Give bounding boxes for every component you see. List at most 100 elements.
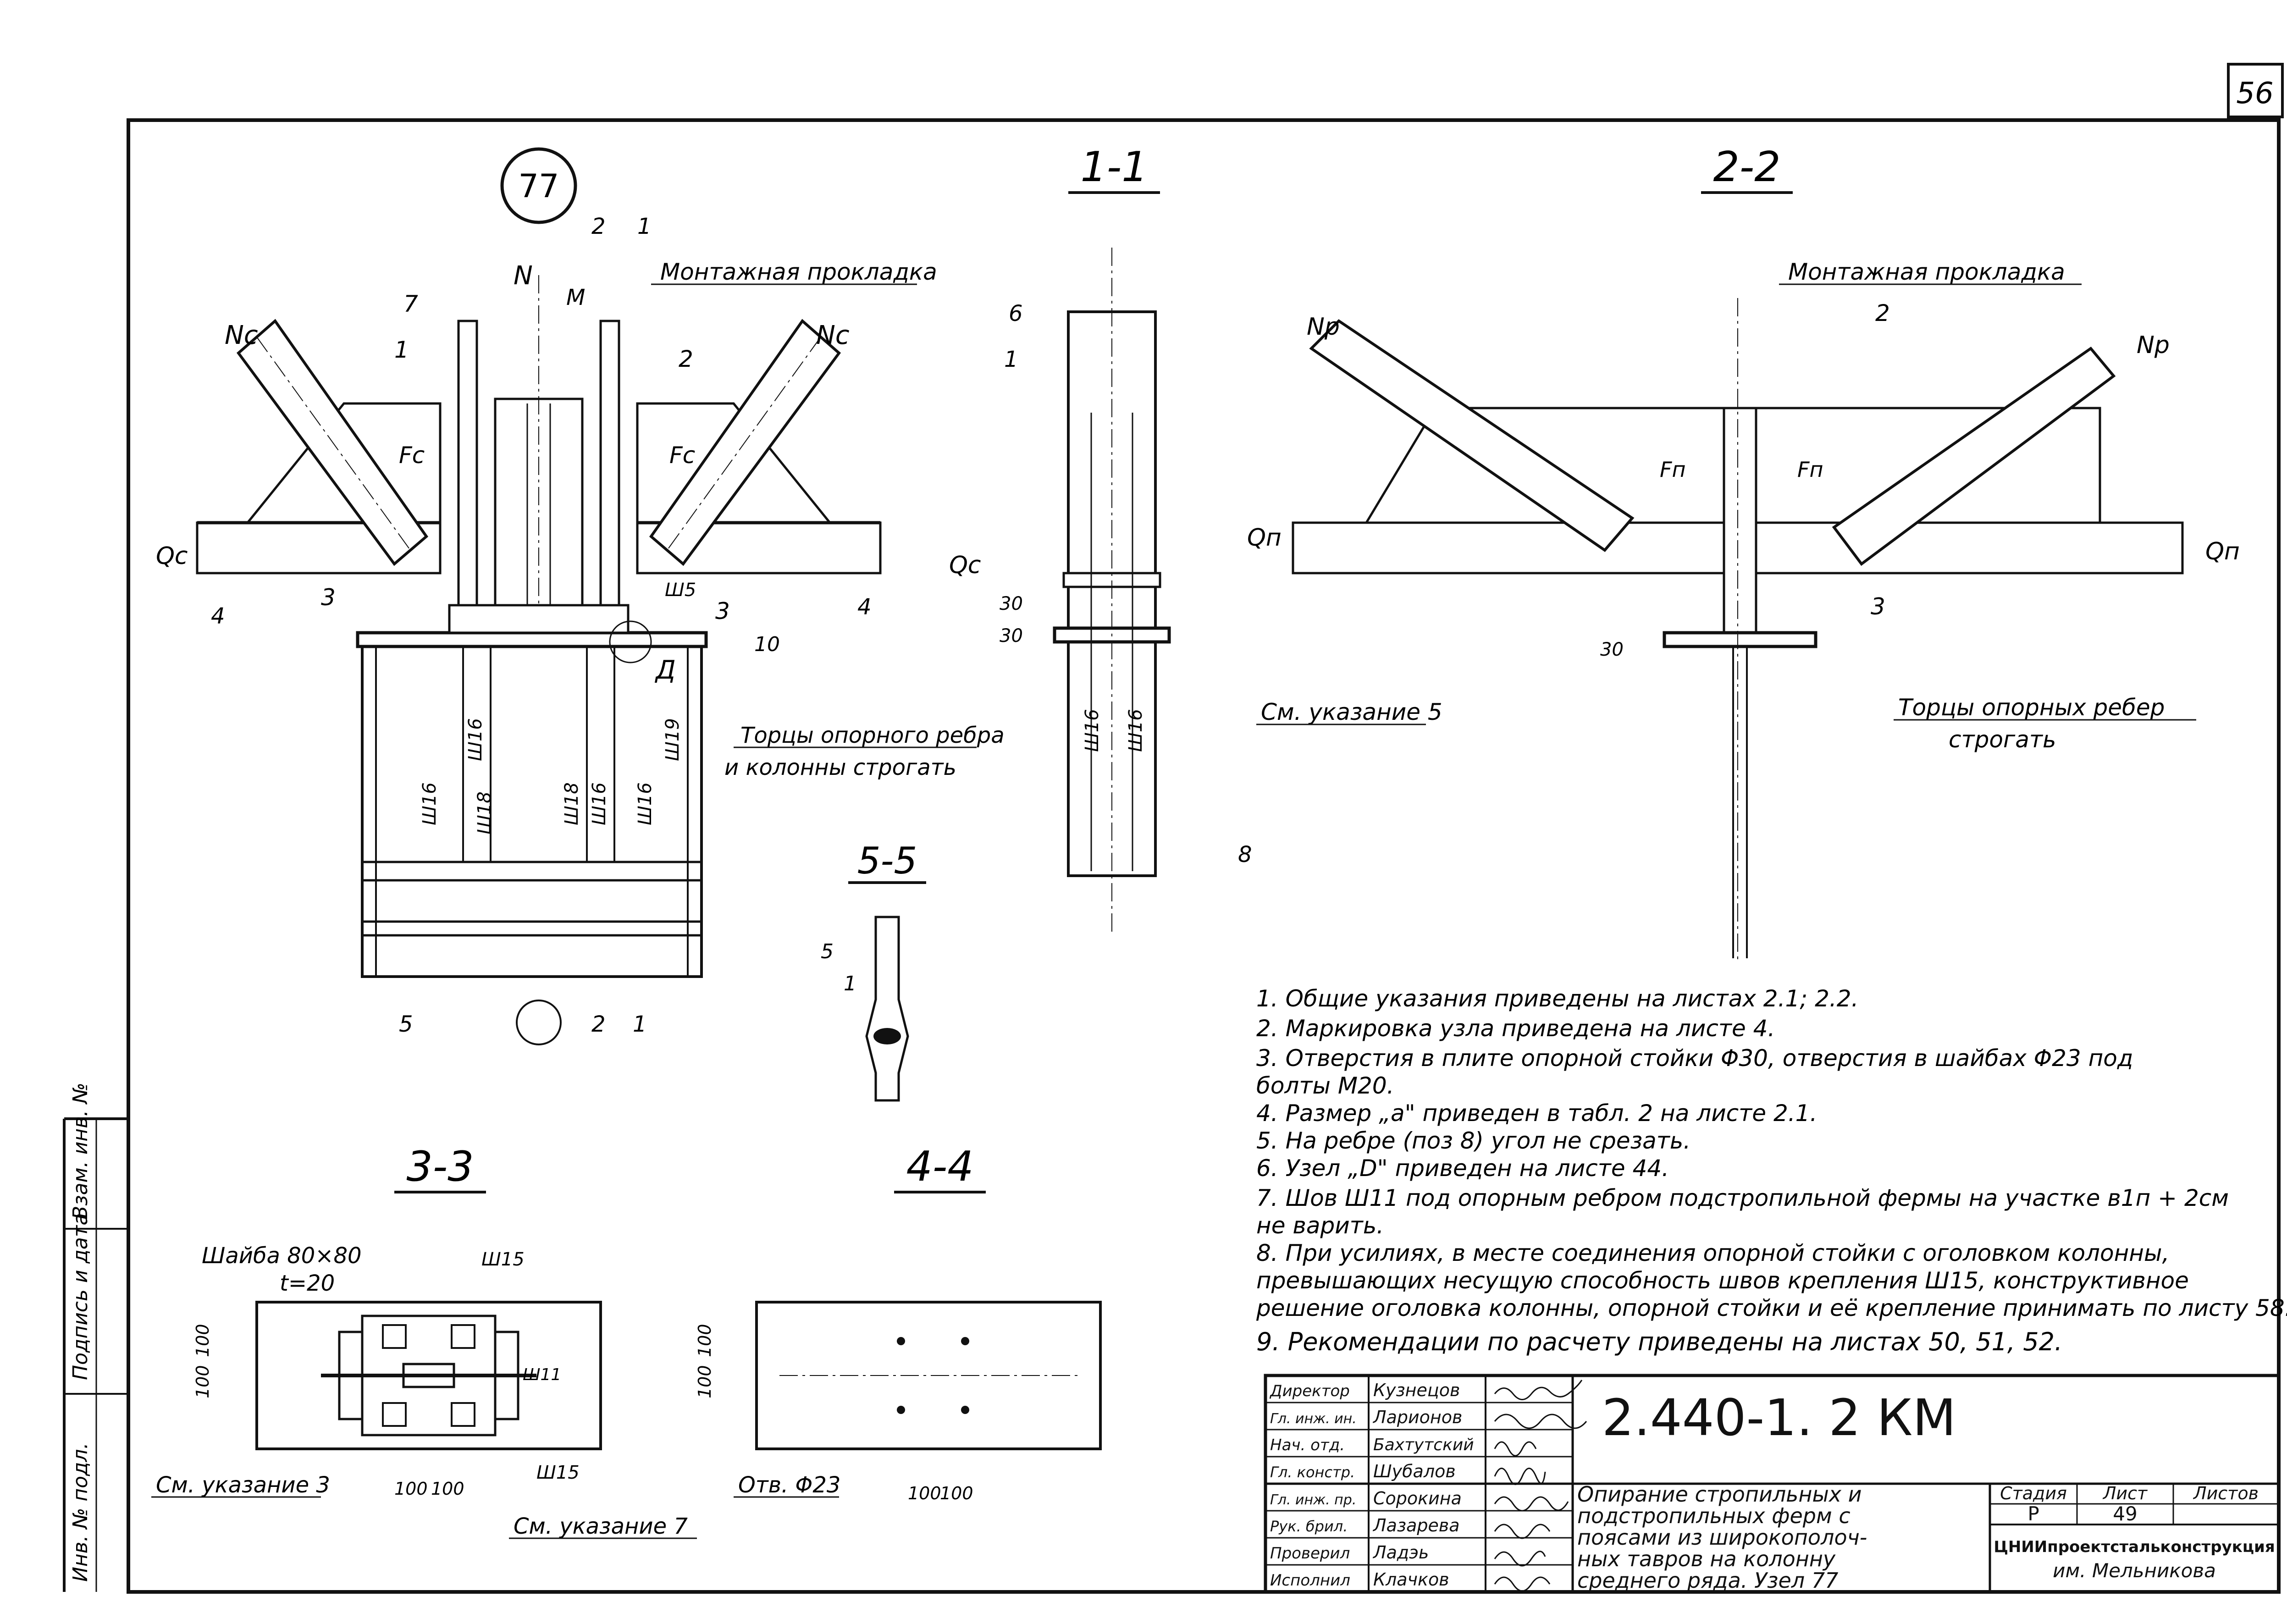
pos-8: 8 bbox=[1238, 842, 1252, 867]
dim-label: 30 bbox=[1000, 593, 1023, 614]
staff-role: Нач. отд. bbox=[1270, 1436, 1345, 1454]
section-mark: 1 bbox=[637, 214, 652, 239]
force-Fp: Fп bbox=[1660, 457, 1686, 482]
title-line: среднего ряда. Узел 77 bbox=[1577, 1568, 1838, 1593]
note-line: 9. Рекомендации по расчету приведены на … bbox=[1256, 1327, 2062, 1356]
note-ref-5: См. указание 5 bbox=[1261, 699, 1442, 725]
force-Fc-right: Fc bbox=[669, 442, 695, 469]
note-line: 6. Узел „D" приведен на листе 44. bbox=[1256, 1155, 1669, 1182]
force-Qc: Qc bbox=[156, 542, 188, 570]
hole-label: Отв. Φ23 bbox=[738, 1472, 840, 1498]
title-line: поясами из широкополоч- bbox=[1577, 1525, 1867, 1550]
staff-name: Бахтутский bbox=[1373, 1436, 1474, 1454]
signatures bbox=[1494, 1380, 1587, 1592]
weld-label: Ш18 bbox=[474, 791, 495, 834]
tortsy-opor-label-1: Торцы опорных ребер bbox=[1898, 694, 2165, 721]
staff-name: Сорокина bbox=[1373, 1488, 1462, 1508]
dim-label: 30 bbox=[1000, 625, 1023, 646]
node-main-view: 77 Ш16 bbox=[156, 147, 1005, 1045]
weld-label: Ш19 bbox=[662, 718, 683, 761]
montazh-label: Монтажная прокладка bbox=[1788, 259, 2065, 285]
note-line: не варить. bbox=[1256, 1212, 1384, 1239]
dim-label: 100 bbox=[193, 1365, 213, 1398]
weld-label: Ш15 bbox=[536, 1462, 580, 1483]
org-name: ЦНИИпроектстальконструкция bbox=[1994, 1538, 2275, 1556]
weld-label: Ш16 bbox=[589, 782, 610, 825]
stage-header: Стадия bbox=[2000, 1483, 2067, 1503]
section-mark: 1 bbox=[633, 1011, 647, 1037]
section-title: 1-1 bbox=[1081, 143, 1148, 191]
staff-role: Проверил bbox=[1270, 1544, 1350, 1563]
section-title: 5-5 bbox=[857, 840, 917, 882]
note-ref-7: См. указание 7 bbox=[514, 1514, 688, 1539]
section-mark: 2 bbox=[591, 1011, 606, 1037]
sheet-header: Лист bbox=[2102, 1483, 2148, 1503]
force-Qc: Qc bbox=[949, 552, 981, 579]
sheet-number: 56 bbox=[2236, 77, 2273, 110]
pos-2: 2 bbox=[1875, 300, 1890, 326]
weld-label: Ш16 bbox=[635, 782, 656, 825]
section-4-4: 4-4 Отв. Φ23 100 100 100 100 bbox=[695, 1143, 1102, 1503]
pos-1: 1 bbox=[394, 337, 409, 363]
note-line: 1. Общие указания приведены на листах 2.… bbox=[1256, 985, 1858, 1012]
staff-name: Клачков bbox=[1373, 1569, 1449, 1590]
section-mark: 5 bbox=[399, 1011, 413, 1037]
note-line: 2. Маркировка узла приведена на листе 4. bbox=[1256, 1015, 1775, 1042]
montazh-label: Монтажная прокладка bbox=[660, 259, 937, 285]
note-ref-3: См. указание 3 bbox=[156, 1472, 330, 1498]
weld-label: Ш18 bbox=[561, 782, 582, 825]
staff-name: Шубалов bbox=[1373, 1461, 1456, 1481]
section-mark: 4 bbox=[211, 603, 225, 629]
pos-3: 3 bbox=[321, 584, 336, 611]
staff-role: Директор bbox=[1269, 1382, 1350, 1400]
staff-name: Кузнецов bbox=[1373, 1380, 1460, 1400]
note-line: 8. При усилиях, в месте соединения опорн… bbox=[1256, 1240, 2169, 1266]
sheet-value: 49 bbox=[2113, 1502, 2137, 1525]
staff-role: Рук. брил. bbox=[1270, 1518, 1348, 1535]
pos-1: 1 bbox=[844, 972, 856, 995]
force-Np-right: Np bbox=[2137, 331, 2170, 359]
stamp-podpis: Подпись и дата bbox=[69, 1213, 92, 1380]
section-1-1: 1-1 6 1 Qc Ш16 Ш16 30 30 8 См. указание … bbox=[949, 143, 1442, 935]
dim-label: 100 bbox=[394, 1479, 428, 1499]
dim-label: 100 bbox=[431, 1479, 464, 1499]
force-Nc-right: Nc bbox=[816, 320, 850, 350]
staff-name: Ларионов bbox=[1372, 1407, 1462, 1427]
sheet-frame bbox=[127, 118, 2281, 1594]
weld-label: Ш15 bbox=[481, 1249, 525, 1270]
force-Fc-left: Fc bbox=[399, 442, 425, 469]
staff-name: Лазарева bbox=[1372, 1515, 1460, 1536]
tortsy-opor-label-2: строгать bbox=[1949, 726, 2056, 753]
force-Fp: Fп bbox=[1797, 457, 1823, 482]
dim-label: 100 bbox=[940, 1483, 973, 1503]
staff-role: Исполнил bbox=[1270, 1571, 1350, 1590]
title-line: Опирание стропильных и bbox=[1577, 1482, 1862, 1507]
weld-label: Ш11 bbox=[523, 1365, 561, 1384]
section-title: 4-4 bbox=[906, 1143, 974, 1191]
document-code: 2.440-1. 2 КМ bbox=[1602, 1388, 1956, 1447]
note-line: болты М20. bbox=[1256, 1072, 1394, 1099]
org-subname: им. Мельникова bbox=[2053, 1559, 2216, 1582]
general-notes: 1. Общие указания приведены на листах 2.… bbox=[1256, 985, 2287, 1356]
sheet-number-box: 56 bbox=[2227, 63, 2284, 118]
staff-name: Ладэь bbox=[1372, 1542, 1429, 1563]
force-Qp-left: Qп bbox=[1247, 524, 1282, 552]
staff-role: Гл. констр. bbox=[1270, 1464, 1355, 1481]
pos-6: 6 bbox=[1009, 301, 1023, 326]
tortsy-label-1: Торцы опорного ребра bbox=[740, 723, 1005, 748]
title-line: ных тавров на колонну bbox=[1577, 1547, 1836, 1571]
section-title: 2-2 bbox=[1713, 143, 1781, 191]
weld-label: Ш16 bbox=[1125, 709, 1146, 752]
section-title: 3-3 bbox=[407, 1143, 474, 1191]
stamp-inv-podl: Инв. № подл. bbox=[69, 1442, 92, 1582]
side-stamp: Инв. № подл. Подпись и дата Взам. инв. № bbox=[63, 1083, 128, 1592]
force-Nc-left: Nc bbox=[225, 320, 258, 350]
pos-3: 3 bbox=[715, 598, 730, 624]
node-D: Д bbox=[654, 655, 676, 685]
force-N: N bbox=[514, 261, 533, 291]
staff-role: Гл. инж. ин. bbox=[1270, 1411, 1357, 1427]
pos-1: 1 bbox=[1004, 347, 1018, 372]
dim-label: 100 bbox=[908, 1483, 941, 1503]
pos-7: 7 bbox=[403, 291, 418, 317]
